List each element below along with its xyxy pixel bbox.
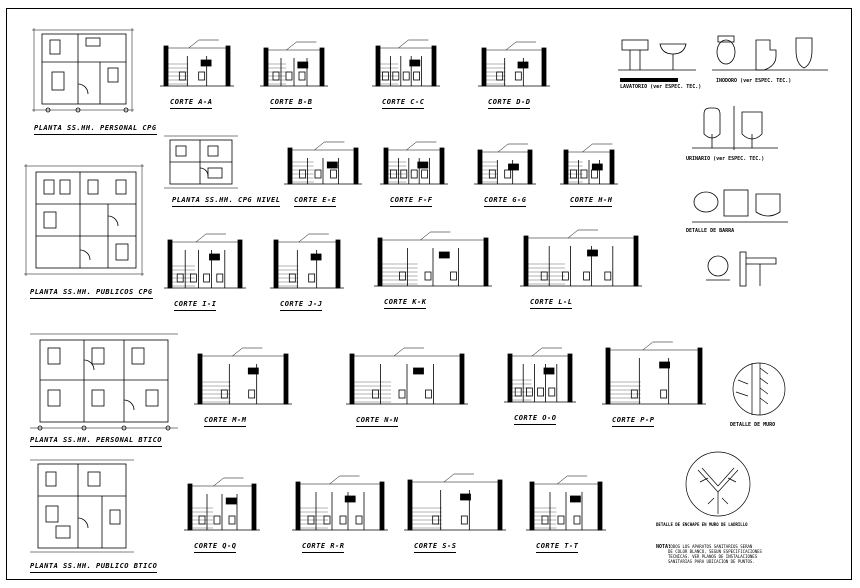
notes-body: TODOS LOS APARATOS SANITARIOS SERAN DE C… [668,544,762,564]
section-drawing-jj [266,232,348,296]
section-drawing-ll [516,228,646,294]
section-drawing-mm [190,346,296,412]
section-drawing-hh [556,142,622,192]
plan-label-5: PLANTA SS.HH. CPG NIVEL [172,196,281,207]
section-drawing-ss [400,472,510,538]
inodoro-title: INODORO (ver ESPEC. TEC.) [716,78,792,84]
inodoro-drawing [710,32,830,74]
lavatory-title-bar [620,78,678,82]
section-drawing-nn [342,346,472,412]
section-drawing-tt [522,474,610,538]
plan-label-1: PLANTA SS.HH. PERSONAL CPG [34,124,157,135]
urinal-drawing [690,104,780,152]
urinal-title: URINARIO (ver ESPEC. TEC.) [686,156,765,162]
plan-drawing-5 [160,132,242,192]
section-label-gg: CORTE G-G [484,196,527,207]
section-label-ll: CORTE L-L [530,298,573,309]
section-label-cc: CORTE C-C [382,98,425,109]
notes-title: NOTA: [656,544,672,550]
section-drawing-dd [474,40,554,94]
section-label-dd: CORTE D-D [488,98,531,109]
section-drawing-bb [256,40,332,94]
extra-detail-drawing [690,184,790,226]
lavatory-front-drawing [616,30,698,74]
section-label-bb: CORTE B-B [270,98,313,109]
section-drawing-pp [598,340,710,412]
section-drawing-gg [470,142,540,192]
section-drawing-oo [500,346,580,410]
sheet-border [6,8,852,580]
section-drawing-aa [156,38,238,94]
section-label-hh: CORTE H-H [570,196,613,207]
plan-label-2: PLANTA SS.HH. PUBLICOS CPG [30,288,153,299]
plan-drawing-2 [20,160,148,280]
section-drawing-qq [180,476,264,538]
plan-label-4: PLANTA SS.HH. PUBLICO BTICO [30,562,158,573]
lavatory-title: LAVATORIO (ver ESPEC. TEC.) [620,84,702,90]
plan-label-3: PLANTA SS.HH. PERSONAL BTICO [30,436,163,447]
tile-detail-drawing [668,448,768,518]
section-label-mm: CORTE M-M [204,416,247,427]
section-label-aa: CORTE A-A [170,98,213,109]
section-drawing-ee [280,140,366,192]
plan-drawing-1 [28,24,138,116]
bar-detail-drawing [700,246,790,290]
section-label-qq: CORTE Q-Q [194,542,237,553]
section-label-oo: CORTE O-O [514,414,557,425]
section-label-ff: CORTE F-F [390,196,433,207]
plan-drawing-3 [26,330,182,432]
section-label-nn: CORTE N-N [356,416,399,427]
section-drawing-ff [376,140,452,192]
section-label-pp: CORTE P-P [612,416,655,427]
section-label-kk: CORTE K-K [384,298,427,309]
section-label-rr: CORTE R-R [302,542,345,553]
section-label-ee: CORTE E-E [294,196,337,207]
section-label-ii: CORTE I-I [174,300,217,311]
section-drawing-kk [370,230,496,294]
wall-detail-drawing [730,360,788,418]
section-drawing-cc [368,38,444,94]
plan-drawing-4 [26,456,138,556]
section-drawing-rr [288,474,392,538]
section-label-jj: CORTE J-J [280,300,323,311]
extra-detail-title: DETALLE DE BARRA [686,228,735,234]
section-label-ss: CORTE S-S [414,542,457,553]
section-drawing-ii [160,232,250,296]
tile-detail-title: DETALLE DE ENCHAPE EN MURO DE LADRILLO [656,522,748,527]
section-label-tt: CORTE T-T [536,542,579,553]
wall-detail-title: DETALLE DE MURO [730,422,776,428]
